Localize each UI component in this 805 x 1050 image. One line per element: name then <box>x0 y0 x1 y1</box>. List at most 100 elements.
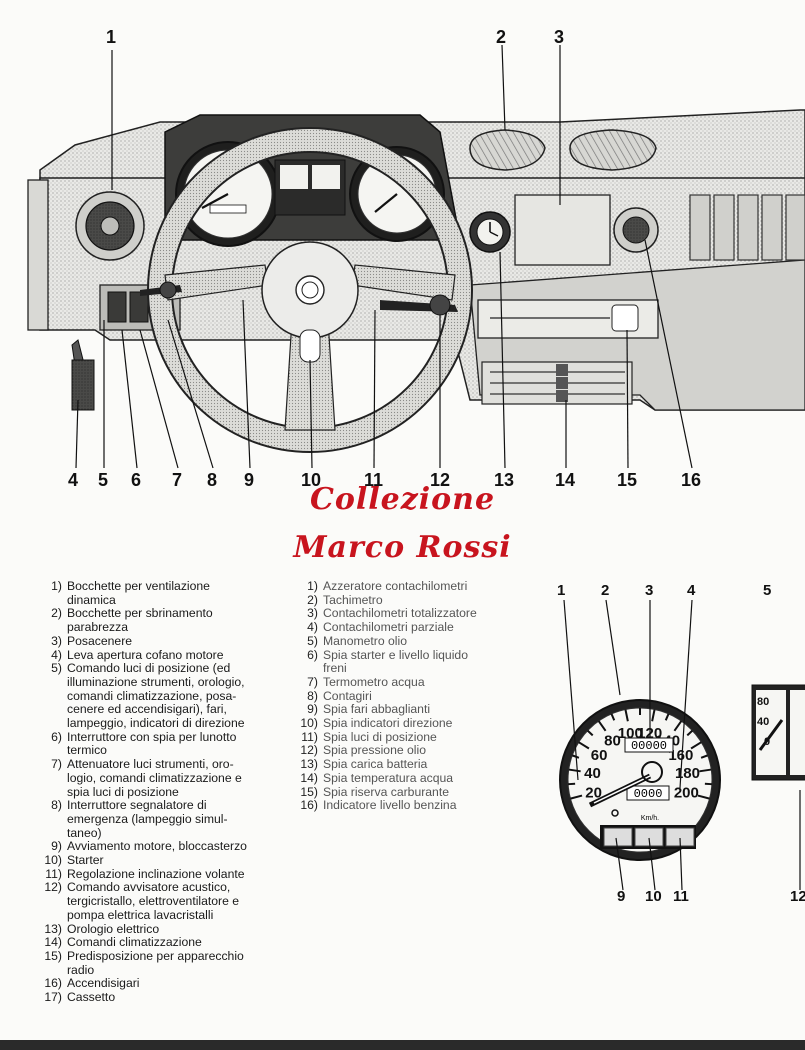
callout-3: 3 <box>554 27 565 47</box>
legend-line: 11) Regolazione inclinazione volante <box>40 866 280 882</box>
legend-line: dinamica <box>40 592 280 608</box>
legend-text: taneo) <box>67 825 102 840</box>
speedo-label: 60 <box>591 747 608 764</box>
legend-text: Bocchette per ventilazione <box>67 579 210 593</box>
legend-line: tergicristallo, elettroventilatore e <box>40 894 280 909</box>
legend-text: Leva apertura cofano motore <box>67 647 224 662</box>
legend-text: Regolazione inclinazione volante <box>67 866 245 881</box>
speedo-label: 160 <box>668 747 693 764</box>
legend-number: 16) <box>300 798 318 813</box>
speedo-label: 180 <box>675 765 700 782</box>
legend-line: lampeggio, indicatori di direzione <box>40 716 280 731</box>
legend-line: 17) Cassetto <box>40 990 280 1005</box>
gauge-callout-12: 12 <box>790 888 805 905</box>
legend-number: 6) <box>307 647 318 662</box>
svg-text:40: 40 <box>757 716 769 728</box>
page-bottom-edge <box>0 1040 805 1050</box>
callout-2: 2 <box>496 27 507 47</box>
legend-text: Avviamento motore, bloccasterzo <box>67 839 247 854</box>
legend-line: 3)Contachilometri totalizzatore <box>296 607 521 621</box>
legend-text: Spia fari abbaglianti <box>323 702 431 717</box>
callout-13: 13 <box>494 470 515 490</box>
legend-number: 16) <box>44 976 62 991</box>
legend-text: Spia luci di posizione <box>323 729 437 744</box>
watermark-line-2: Marco Rossi <box>293 530 512 565</box>
legend-line: emergenza (lampeggio simul- <box>40 811 280 827</box>
speedo-label: 40 <box>584 765 601 782</box>
odometer-display: 00000 <box>631 739 667 753</box>
legend-text: Spia indicatori direzione <box>323 716 453 731</box>
gauge-callout-3: 3 <box>645 582 654 599</box>
legend-line: cenere ed accendisigari), fari, <box>40 703 280 717</box>
svg-text:Km/h.: Km/h. <box>641 815 659 822</box>
legend-text: Spia temperatura acqua <box>323 770 454 785</box>
legend-text: Spia starter e livello liquido <box>323 647 468 662</box>
legend-line: 10) Spia indicatori direzione <box>296 716 521 731</box>
legend-text: emergenza (lampeggio simul- <box>67 811 228 826</box>
legend-line: 14)Comandi climatizzazione <box>40 936 280 950</box>
speedo-tick <box>673 720 683 732</box>
callout-9: 9 <box>244 470 255 490</box>
speedo-label: 80 <box>604 733 621 750</box>
legend-text: Spia riserva carburante <box>323 784 449 799</box>
legend-number: 1) <box>307 579 318 593</box>
legend-text: Attenuatore luci strumenti, oro- <box>67 757 234 772</box>
legend-text: Termometro acqua <box>323 674 425 689</box>
gauge-callout-10: 10 <box>645 888 662 905</box>
legend-number: 10) <box>300 716 318 731</box>
legend-number: 2) <box>51 606 62 621</box>
legend-text: pompa elettrica lavacristalli <box>67 907 214 922</box>
gauge-callout-4: 4 <box>687 582 696 599</box>
legend-number: 2) <box>307 592 318 607</box>
speedo-tick <box>570 794 583 800</box>
legend-text: tergicristallo, elettroventilatore e <box>67 894 240 909</box>
gauge-callout-9: 9 <box>617 888 626 905</box>
legend-text: Azzeratore contachilometri <box>323 579 468 593</box>
legend-line: 1) Azzeratore contachilometri <box>296 579 521 594</box>
legend-line: 7)Attenuatore luci strumenti, oro- <box>40 757 280 772</box>
legend-text: logio, comandi climatizzazione e <box>67 770 242 785</box>
legend-number: 12) <box>44 880 62 895</box>
legend-text: freni <box>323 661 347 676</box>
callout-7: 7 <box>172 470 183 490</box>
legend-number: 10) <box>44 853 62 868</box>
legend-line: pompa elettrica lavacristalli <box>40 907 280 923</box>
legend-line: 2)Tachimetro <box>296 592 521 608</box>
svg-text:80: 80 <box>757 696 769 708</box>
legend-line: termico <box>40 744 280 758</box>
speedo-label: 200 <box>674 784 699 801</box>
callout-6: 6 <box>131 470 142 490</box>
speedometer-detail: 20406080100120140160180200 00000 0000 Km… <box>559 599 805 891</box>
gauge-callout-5: 5 <box>763 582 772 599</box>
legend-line: 14)Spia temperatura acqua <box>296 770 521 786</box>
legend-text: cenere ed accendisigari), fari, <box>67 702 227 717</box>
legend-line: 5)Comando luci di posizione (ed <box>40 662 280 676</box>
legend-number: 4) <box>51 647 62 662</box>
legend-text: Interruttore con spia per lunotto <box>67 729 237 744</box>
legend-line: 6)Interruttore con spia per lunotto <box>40 729 280 745</box>
callout-12: 12 <box>430 470 451 490</box>
callout-16: 16 <box>681 470 702 490</box>
legend-number: 3) <box>51 633 62 648</box>
legend-line: parabrezza <box>40 620 280 635</box>
legend-number: 11) <box>45 866 62 881</box>
legend-text: spia luci di posizione <box>67 784 179 799</box>
legend-text: Spia pressione olio <box>323 743 426 758</box>
legend-text: Indicatore livello benzina <box>323 798 457 813</box>
legend-number <box>40 964 67 978</box>
legend-number: 1) <box>51 579 62 593</box>
callout-15: 15 <box>617 470 638 490</box>
callout-8: 8 <box>207 470 218 490</box>
legend-number: 17) <box>44 990 62 1005</box>
legend-text: Cassetto <box>67 990 116 1005</box>
legend-text: Orologio elettrico <box>67 921 160 936</box>
legend-text: comandi climatizzazione, posa- <box>67 688 237 703</box>
legend-number: 5) <box>307 633 318 648</box>
callout-4: 4 <box>68 470 79 490</box>
legend-text: dinamica <box>67 592 116 607</box>
legend-text: parabrezza <box>67 620 128 635</box>
speedo-tick <box>700 754 708 759</box>
legend-line: 2)Bocchette per sbrinamento <box>40 607 280 621</box>
legend-text: Contachilometri totalizzatore <box>323 606 477 621</box>
speedo-tick <box>578 741 590 750</box>
